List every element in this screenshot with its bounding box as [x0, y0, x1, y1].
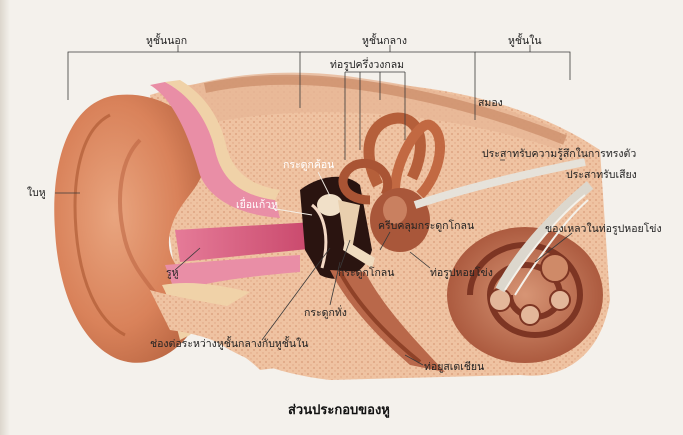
- label-outer-ear: หูชั้นนอก: [146, 33, 187, 47]
- label-cochlea: ท่อรูปหอยโข่ง: [430, 266, 493, 279]
- cochlea-turn-4: [541, 254, 569, 282]
- label-middle-ear: หูชั้นกลาง: [362, 33, 407, 47]
- label-vestibular-nerve: ประสาทรับความรู้สึกในการทรงตัว: [482, 147, 636, 160]
- figure-caption: ส่วนประกอบของหู: [288, 403, 390, 418]
- label-auditory-nerve: ประสาทรับเสียง: [566, 168, 637, 181]
- label-stapes: กระดูกโกลน: [338, 266, 394, 279]
- label-incus: กระดูกทั่ง: [304, 305, 347, 319]
- label-eustachian-tube: ท่อยูสเตเชียน: [424, 360, 484, 373]
- label-malleus: กระดูกค้อน: [283, 159, 334, 171]
- label-inner-ear: หูชั้นใน: [508, 33, 542, 47]
- label-semicircular-canals: ท่อรูปครึ่งวงกลม: [330, 57, 404, 71]
- cochlea-turn-3: [550, 290, 570, 310]
- label-brain: สมอง: [478, 97, 503, 109]
- label-eardrum: เยื่อแก้วหู: [236, 197, 278, 211]
- label-window-between: ช่องต่อระหว่างหูชั้นกลางกับหูชั้นใน: [150, 336, 308, 350]
- label-ear-canal: รูหู: [166, 267, 179, 279]
- label-pinna: ใบหู: [27, 186, 46, 199]
- cochlea-turn-2: [520, 305, 540, 325]
- label-oval-window: ครีบคลุมกระดูกโกลน: [378, 219, 474, 232]
- label-cochlear-fluid: ของเหลวในท่อรูปหอยโข่ง: [545, 222, 662, 235]
- cochlea-turn-1: [489, 289, 511, 311]
